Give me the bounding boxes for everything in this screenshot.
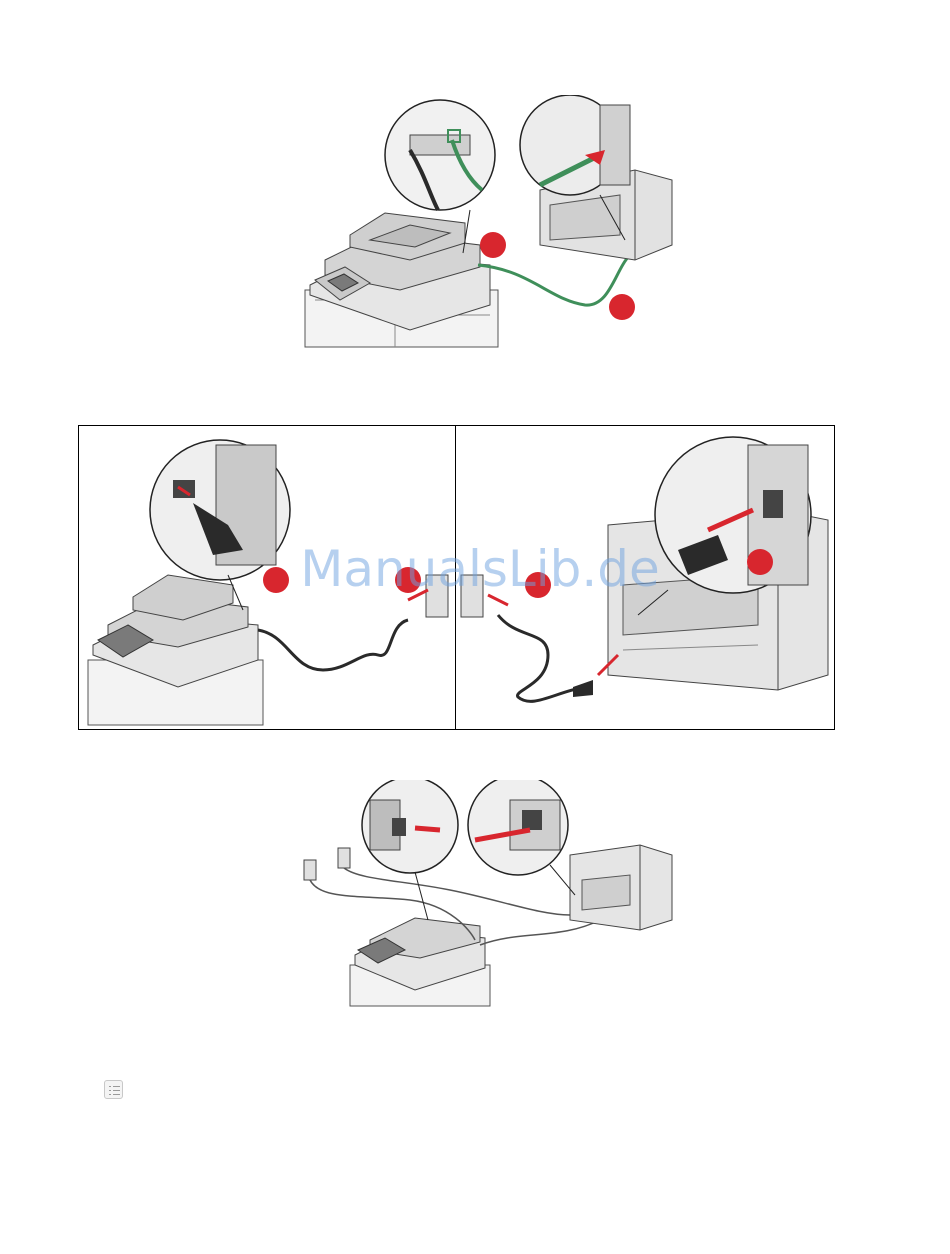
callout-2 (609, 294, 635, 320)
callout-2 (395, 567, 421, 593)
callout-1 (263, 567, 289, 593)
callout-3 (525, 572, 551, 598)
callout-4 (747, 549, 773, 575)
figure-phone-cable (300, 95, 680, 350)
callout-1 (480, 232, 506, 258)
figure-power-switches (300, 780, 680, 1008)
figure-power-cord (78, 425, 835, 730)
toc-list-icon[interactable] (104, 1080, 123, 1099)
